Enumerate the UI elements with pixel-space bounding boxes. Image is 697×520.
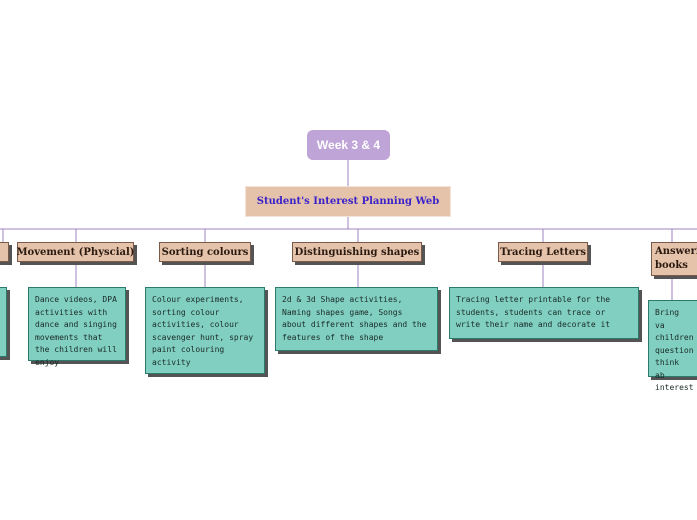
root-node[interactable]: Week 3 & 4 [307,130,390,160]
note-sorting-colours[interactable]: Colour experiments, sorting colour activ… [145,287,265,374]
topic-distinguishing-shapes[interactable]: Distinguishing shapes [292,242,422,262]
topic-sorting-colours[interactable]: Sorting colours [159,242,251,262]
central-topic[interactable]: Student's Interest Planning Web [245,186,451,217]
topic-tracing-letters[interactable]: Tracing Letters [498,242,588,262]
note-tracing-letters[interactable]: Tracing letter printable for the student… [449,287,639,339]
note-answering-books[interactable]: Bring va children question think ab inte… [648,300,697,392]
topic-answering-books[interactable]: Answeri books [651,242,697,276]
note-offscreen-left[interactable] [0,287,7,357]
connector-trunk [0,217,697,230]
note-distinguishing-shapes[interactable]: 2d & 3d Shape activities, Naming shapes … [275,287,438,351]
topic-offscreen-left[interactable] [0,242,9,262]
note-movement[interactable]: Dance videos, DPA activities with dance … [28,287,126,367]
topic-movement[interactable]: Movement (Physcial) [16,242,135,262]
